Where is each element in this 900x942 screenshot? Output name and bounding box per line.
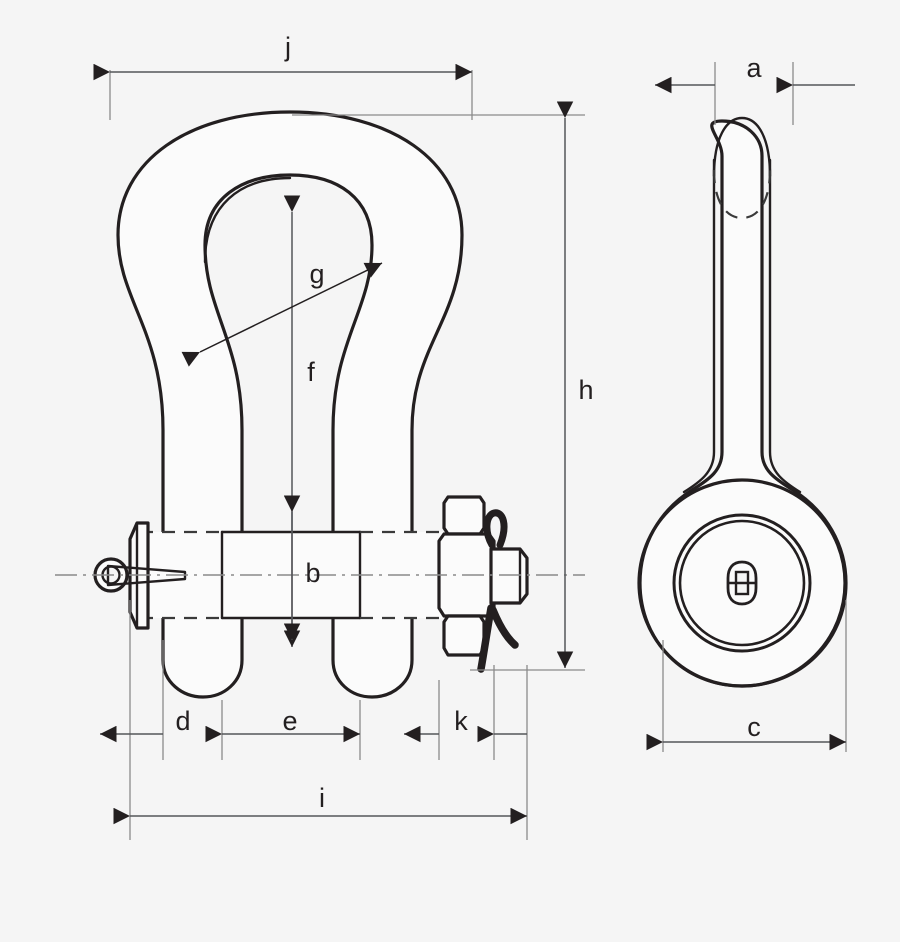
dimension-h: h bbox=[292, 101, 594, 671]
side-view-shank-left bbox=[682, 158, 716, 494]
eye-outer-circle bbox=[637, 478, 847, 688]
bolt-threaded-end bbox=[489, 547, 529, 605]
cotter-pin-leg-long bbox=[477, 604, 495, 673]
dim-a-label: a bbox=[746, 53, 762, 83]
dim-e-label: e bbox=[282, 706, 297, 736]
dimension-i: i bbox=[113, 760, 527, 840]
side-view-pin-hidden-arc bbox=[712, 169, 772, 220]
cotter-pin-leg-short bbox=[489, 606, 519, 649]
dimension-group-defk: d e k bbox=[100, 600, 528, 840]
cotter-pin-loop bbox=[483, 509, 508, 549]
dimension-c: c bbox=[646, 600, 847, 752]
side-view-pin-top bbox=[712, 116, 772, 178]
dim-k-label: k bbox=[454, 706, 468, 736]
dim-d-label: d bbox=[175, 706, 190, 736]
bow-inner-arc bbox=[203, 176, 292, 264]
dim-j-label: j bbox=[284, 32, 291, 62]
bolt-end-body bbox=[489, 547, 529, 605]
bolt-head-spur bbox=[106, 564, 187, 587]
side-view-shank-right bbox=[768, 158, 802, 494]
dim-b-label: b bbox=[305, 558, 320, 588]
eye-boss-inner-circle bbox=[678, 519, 806, 647]
dim-g-leader bbox=[181, 262, 383, 367]
nut-lower-flat bbox=[442, 614, 486, 657]
dimension-g: g bbox=[181, 259, 383, 367]
nut-upper-flat bbox=[442, 495, 486, 536]
eye-boss-outer-circle bbox=[672, 513, 812, 653]
dimension-a: a bbox=[655, 53, 855, 125]
dim-c-label: c bbox=[747, 712, 761, 742]
dimension-j: j bbox=[93, 32, 473, 120]
dim-f-label: f bbox=[307, 357, 315, 387]
side-view bbox=[637, 116, 848, 688]
dim-h-label: h bbox=[578, 375, 593, 405]
cotter-pin bbox=[477, 509, 519, 673]
dimension-b: b bbox=[283, 495, 321, 640]
dim-g-label: g bbox=[309, 259, 324, 289]
dim-i-label: i bbox=[319, 783, 325, 813]
